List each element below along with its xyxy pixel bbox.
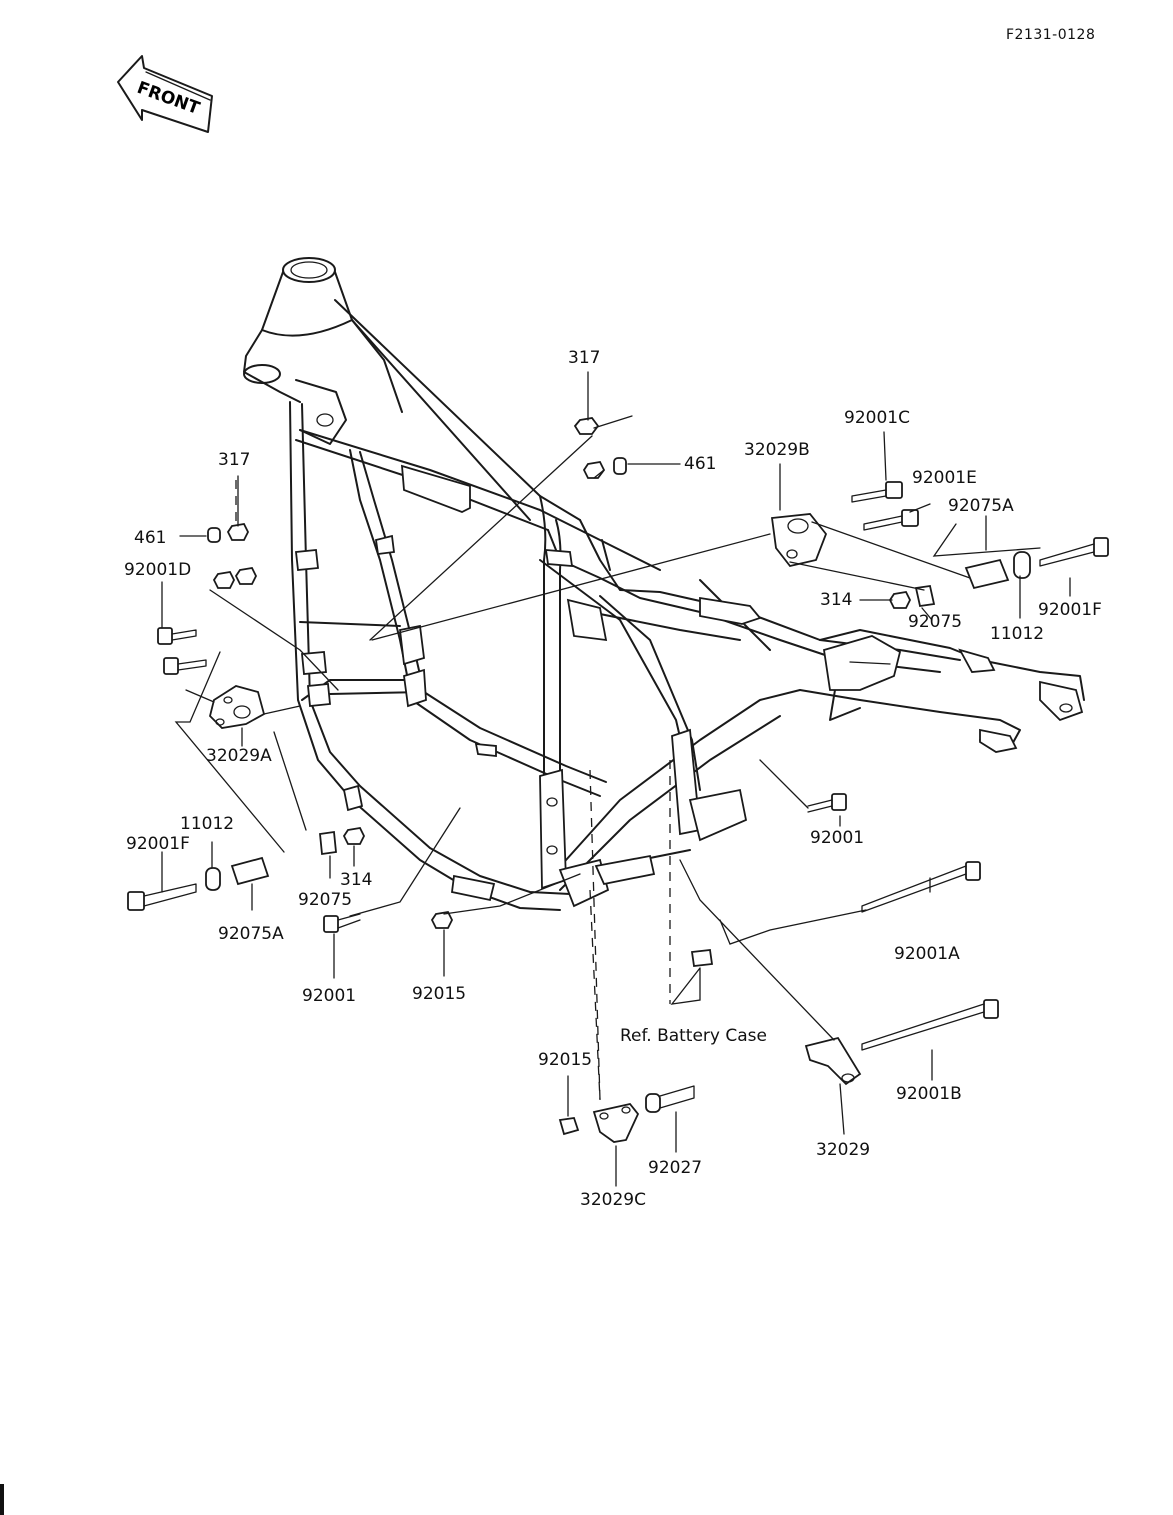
collar-11012-left [205,867,221,891]
frame-brackets [295,464,748,908]
callout-92075: 92075 [298,890,353,910]
callout-92015: 92015 [538,1050,593,1070]
callout-92015: 92015 [412,984,467,1004]
callout-92075A: 92075A [218,924,284,944]
callout-32029: 32029 [816,1140,871,1160]
nut-317-top-2 [582,461,606,479]
callout-ref-battery-case: Ref. Battery Case [620,1026,767,1046]
callout-461: 461 [134,528,167,548]
callout-92001E: 92001E [912,468,977,488]
bolt-92001-right [807,793,847,813]
collar-461-left [207,527,221,543]
pin-92027 [645,1085,695,1113]
callout-92001A: 92001A [894,944,960,964]
bolt-92001D [157,627,197,645]
callout-314: 314 [340,870,373,890]
bracket-32029 [804,1036,862,1086]
front-arrow-label: FRONT [134,78,202,119]
bushing-92075A-left [230,856,270,886]
front-arrow-icon: FRONT [117,55,213,133]
collar-11012-right [1013,551,1031,579]
callout-92075A: 92075A [948,496,1014,516]
scan-edge-mark [0,1484,4,1515]
callout-92075: 92075 [908,612,963,632]
callout-11012: 11012 [180,814,235,834]
frame-head-pipe [243,257,403,445]
bracket-32029B [770,513,828,568]
bracket-32029C [592,1102,640,1143]
callout-92027: 92027 [648,1158,703,1178]
bolt-92001E [863,509,919,531]
callout-92001: 92001 [810,828,865,848]
collar-461-top [613,457,627,475]
bolt-92001D-2 [163,657,207,675]
callout-11012: 11012 [990,624,1045,644]
callout-32029C: 32029C [580,1190,646,1210]
nut-92015-mid [430,911,454,929]
callout-317: 317 [218,450,251,470]
callout-92001C: 92001C [844,408,910,428]
callout-317: 317 [568,348,601,368]
bolt-92001-left [323,913,361,933]
callout-314: 314 [820,590,853,610]
bolt-92001A [861,861,981,913]
bolt-92001F-right [1039,537,1109,567]
callout-92001D: 92001D [124,560,192,580]
nut-92015-low [558,1117,580,1136]
callout-92001F: 92001F [126,834,190,854]
battery-case-grommet [690,949,714,967]
damper-92075-left [319,830,337,856]
nut-317-left [226,523,250,541]
leader-lines [161,371,1071,1187]
nut-314-right [888,591,912,609]
bolt-92001F-left [127,883,197,911]
document-id: F2131-0128 [1006,27,1096,43]
callout-32029A: 32029A [206,746,272,766]
callout-92001: 92001 [302,986,357,1006]
bolt-92001B [861,999,999,1051]
callout-461: 461 [684,454,717,474]
bushing-92075A-right [964,558,1010,590]
bolt-92001C [851,481,903,503]
damper-92075-right [914,584,936,608]
frame-rear-section [579,579,1085,753]
callout-92001B: 92001B [896,1084,962,1104]
nut-314-left [342,827,366,845]
hardware-parts [127,417,1109,1143]
nut-317-top [573,417,600,435]
callout-32029B: 32029B [744,440,810,460]
callout-92001F: 92001F [1038,600,1102,620]
